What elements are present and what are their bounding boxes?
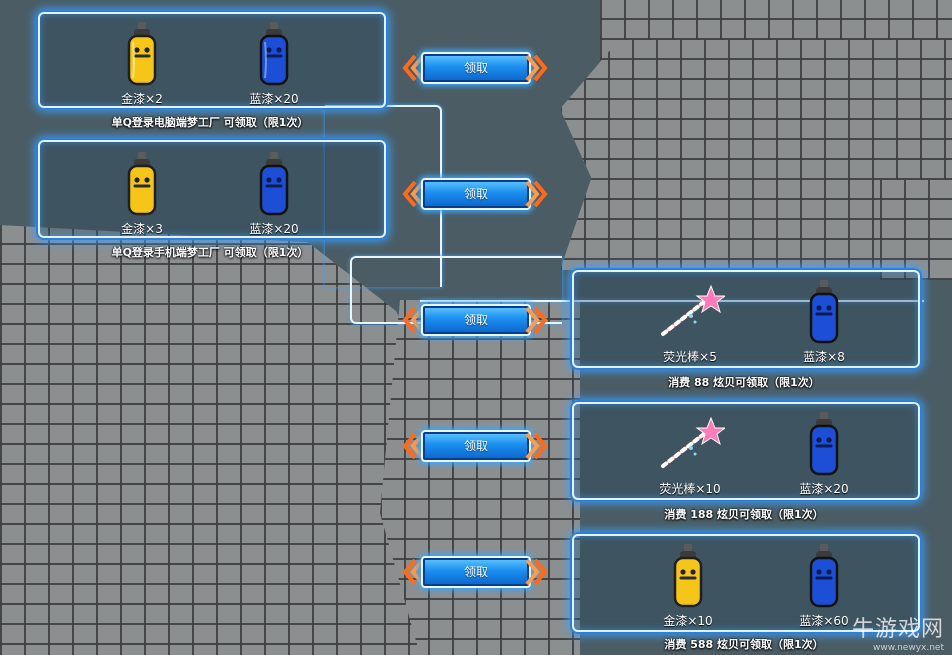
claim-button-group: 领取 — [401, 554, 549, 590]
claim-button[interactable]: 领取 — [421, 430, 531, 462]
reward-item-label: 蓝漆×8 — [803, 350, 845, 364]
reward-item: 蓝漆×8 — [774, 280, 874, 365]
reward-item: 金漆×10 — [638, 544, 738, 629]
reward-item: 荧光棒×5 — [640, 284, 740, 365]
reward-item: 蓝漆×60 — [774, 544, 874, 629]
reward-panel — [572, 402, 920, 500]
chevron-right-icon — [525, 180, 548, 208]
chevron-left-icon — [402, 558, 425, 586]
reward-item: 金漆×3 — [92, 152, 192, 237]
reward-condition: 单Q登录手机端梦工厂 可领取（限1次） — [111, 246, 309, 259]
claim-button-group: 领取 — [401, 428, 549, 464]
claim-button[interactable]: 领取 — [421, 178, 531, 210]
chevron-left-icon — [402, 54, 425, 82]
reward-item-label: 蓝漆×60 — [799, 614, 849, 628]
chevron-right-icon — [525, 306, 548, 334]
claim-button[interactable]: 领取 — [421, 52, 531, 84]
reward-item-label: 蓝漆×20 — [249, 222, 299, 236]
reward-panel — [38, 140, 386, 238]
chevron-right-icon — [525, 54, 548, 82]
reward-condition: 消费 588 炫贝可领取（限1次） — [664, 638, 824, 651]
reward-item-label: 蓝漆×20 — [249, 92, 299, 106]
reward-item-label: 金漆×3 — [121, 222, 163, 236]
blue-spray-can-icon — [809, 280, 839, 344]
reward-condition: 消费 188 炫贝可领取（限1次） — [664, 508, 824, 521]
gold-spray-can-icon — [673, 544, 703, 608]
claim-button[interactable]: 领取 — [421, 304, 531, 336]
reward-item: 蓝漆×20 — [224, 152, 324, 237]
gold-spray-can-icon — [127, 152, 157, 216]
reward-condition: 单Q登录电脑端梦工厂 可领取（限1次） — [111, 116, 309, 129]
watermark: 牛游戏网 www.newyx.net — [852, 611, 944, 653]
chevron-right-icon — [525, 558, 548, 586]
connector-line — [420, 300, 924, 302]
reward-item: 蓝漆×20 — [224, 22, 324, 107]
watermark-title: 牛游戏网 — [851, 617, 944, 642]
glow-wand-icon — [661, 416, 727, 468]
reward-panel — [572, 270, 920, 368]
reward-item: 金漆×2 — [92, 22, 192, 107]
claim-button[interactable]: 领取 — [421, 556, 531, 588]
chevron-left-icon — [402, 306, 425, 334]
watermark-url: www.newyx.net — [872, 643, 944, 653]
reward-item-label: 蓝漆×20 — [799, 482, 849, 496]
gold-spray-can-icon — [127, 22, 157, 86]
reward-item-label: 荧光棒×5 — [663, 350, 717, 364]
reward-panel — [572, 534, 920, 632]
chevron-left-icon — [402, 432, 425, 460]
reward-panel — [38, 12, 386, 108]
blue-spray-can-icon — [259, 152, 289, 216]
reward-item-label: 荧光棒×10 — [659, 482, 721, 496]
blue-spray-can-icon — [809, 412, 839, 476]
claim-button-group: 领取 — [401, 176, 549, 212]
reward-condition: 消费 88 炫贝可领取（限1次） — [668, 376, 820, 389]
chevron-right-icon — [525, 432, 548, 460]
glow-wand-icon — [661, 284, 727, 336]
reward-item-label: 金漆×10 — [663, 614, 713, 628]
blue-spray-can-icon — [259, 22, 289, 86]
reward-item: 荧光棒×10 — [640, 416, 740, 497]
reward-item: 蓝漆×20 — [774, 412, 874, 497]
claim-button-group: 领取 — [401, 50, 549, 86]
reward-item-label: 金漆×2 — [121, 92, 163, 106]
chevron-left-icon — [402, 180, 425, 208]
blue-spray-can-icon — [809, 544, 839, 608]
claim-button-group: 领取 — [401, 302, 549, 338]
